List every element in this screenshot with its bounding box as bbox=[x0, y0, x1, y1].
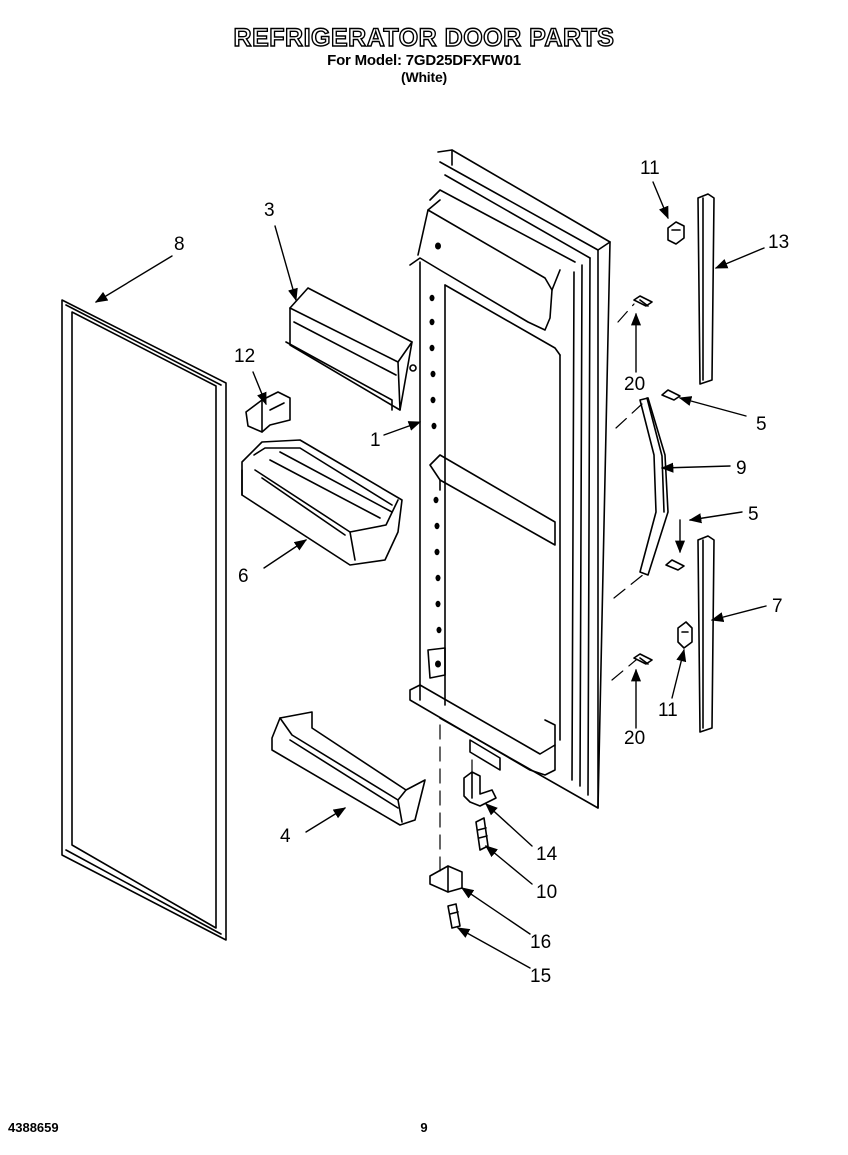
callout-labels: 1 3 4 5 5 6 7 8 9 10 11 11 12 13 14 15 1… bbox=[174, 158, 789, 987]
callout-9: 9 bbox=[736, 458, 747, 479]
upper-trim-part bbox=[697, 193, 715, 385]
callout-7: 7 bbox=[772, 596, 783, 617]
callout-11-upper: 11 bbox=[640, 158, 660, 179]
model-subtitle: For Model: 7GD25DFXFW01 bbox=[327, 52, 521, 69]
screw-part-5-upper bbox=[661, 389, 681, 401]
hinge-pin-part bbox=[463, 771, 497, 807]
callout-10: 10 bbox=[536, 882, 557, 903]
door-liner-holes bbox=[429, 242, 442, 668]
callout-16: 16 bbox=[530, 932, 551, 953]
callout-20-upper: 20 bbox=[624, 374, 645, 395]
door-bin-part bbox=[241, 439, 403, 566]
document-number: 4388659 bbox=[8, 1120, 59, 1135]
alignment-lines bbox=[439, 303, 645, 873]
callout-15: 15 bbox=[530, 966, 551, 987]
callout-14: 14 bbox=[536, 844, 558, 865]
callout-5-lower: 5 bbox=[748, 504, 759, 525]
page-title: REFRIGERATOR DOOR PARTS bbox=[233, 23, 615, 52]
dairy-door-part bbox=[285, 287, 417, 411]
callout-leaders bbox=[94, 181, 767, 969]
callout-6: 6 bbox=[238, 566, 249, 587]
callout-13: 13 bbox=[768, 232, 789, 253]
screw-part-15 bbox=[447, 903, 461, 929]
door-liner-part bbox=[409, 149, 611, 809]
callout-8: 8 bbox=[174, 234, 185, 255]
screw-part-5-lower bbox=[665, 559, 685, 571]
callout-20-lower: 20 bbox=[624, 728, 645, 749]
callout-1: 1 bbox=[370, 430, 381, 451]
door-gasket-part bbox=[61, 299, 227, 941]
callout-4: 4 bbox=[280, 826, 291, 847]
clip-part-11-upper bbox=[667, 221, 685, 245]
page-number: 9 bbox=[420, 1120, 428, 1135]
door-handle-part bbox=[639, 397, 669, 576]
lower-shelf-part bbox=[271, 711, 426, 826]
lower-trim-part bbox=[697, 535, 715, 733]
screw-part-20-lower bbox=[633, 653, 653, 665]
screw-part-10 bbox=[475, 817, 489, 851]
color-subtitle: (White) bbox=[400, 69, 448, 85]
screw-part-20-upper bbox=[633, 295, 653, 307]
clip-part-11-lower bbox=[677, 621, 693, 649]
callout-5-upper: 5 bbox=[756, 414, 767, 435]
hinge-part-16 bbox=[429, 865, 463, 893]
callout-3: 3 bbox=[264, 200, 275, 221]
callout-12: 12 bbox=[234, 346, 255, 367]
clip-part-12 bbox=[245, 391, 291, 433]
callout-11-lower: 11 bbox=[658, 700, 678, 721]
page-header: REFRIGERATOR DOOR PARTS For Model: 7GD25… bbox=[0, 23, 848, 85]
